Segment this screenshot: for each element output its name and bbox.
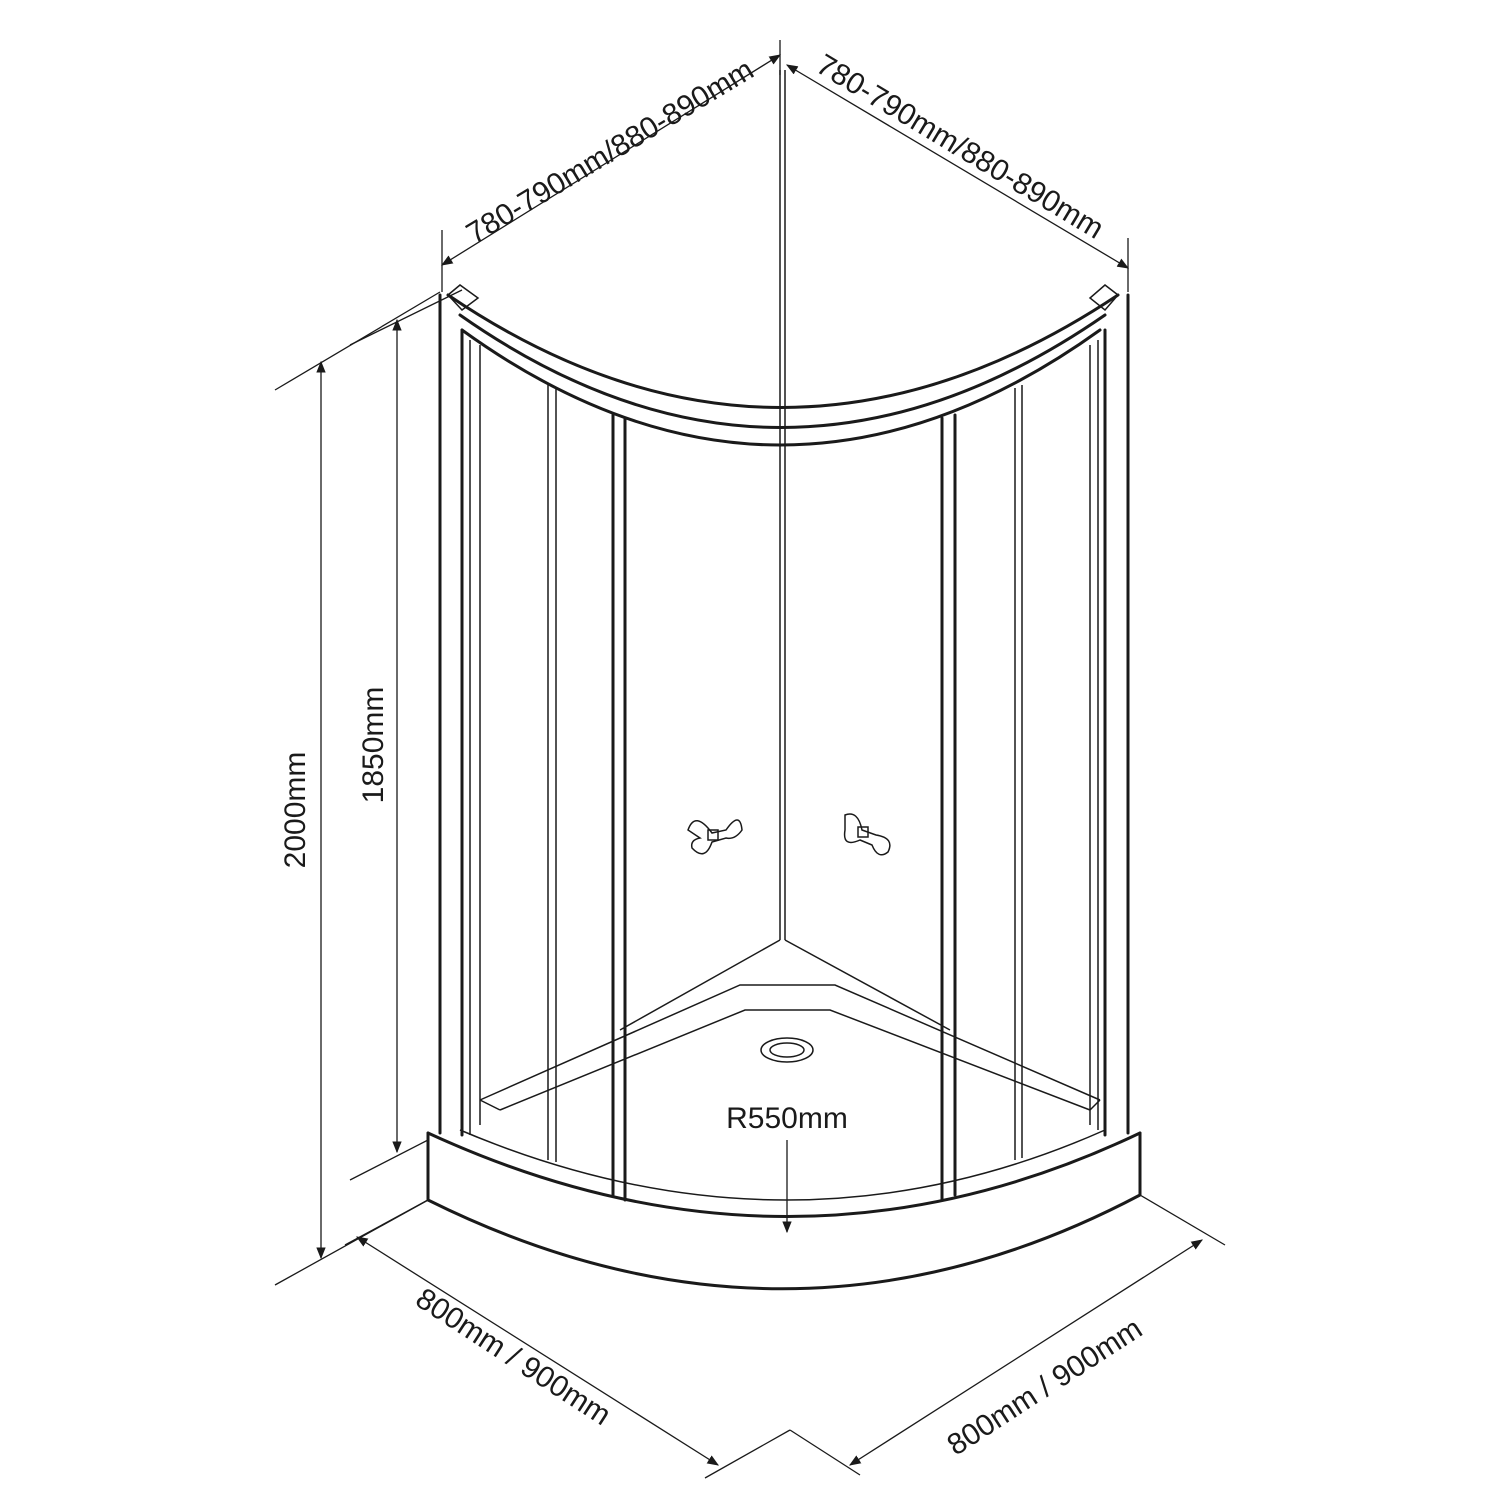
label-top-right: 780-790mm/880-890mm <box>811 48 1110 245</box>
dimension-bottom-right: 800mm / 900mm <box>789 1194 1226 1476</box>
dimension-top-right: 780-790mm/880-890mm <box>785 48 1130 292</box>
back-walls <box>619 70 951 1031</box>
dimension-bottom-left: 800mm / 900mm <box>344 1199 791 1479</box>
left-panel <box>438 293 557 1162</box>
label-top-left: 780-790mm/880-890mm <box>461 53 760 250</box>
right-panel <box>1014 293 1130 1160</box>
right-sliding-door <box>940 413 957 1202</box>
label-height-door: 1850mm <box>357 687 390 804</box>
dimension-height-total: 2000mm <box>274 291 441 1286</box>
label-radius: R550mm <box>726 1102 848 1135</box>
label-height-total: 2000mm <box>279 752 312 869</box>
shower-tray <box>426 984 1142 1291</box>
dimension-radius: R550mm <box>726 1102 848 1234</box>
door-handle-icon <box>843 813 891 856</box>
dimension-height-door: 1850mm <box>349 289 463 1181</box>
drain-icon <box>760 1037 814 1063</box>
dimension-top-left: 780-790mm/880-890mm <box>441 40 781 292</box>
label-bottom-left: 800mm / 900mm <box>410 1282 617 1432</box>
top-frame <box>446 284 1120 447</box>
left-sliding-door <box>611 413 627 1202</box>
door-handle-icon <box>687 819 743 855</box>
